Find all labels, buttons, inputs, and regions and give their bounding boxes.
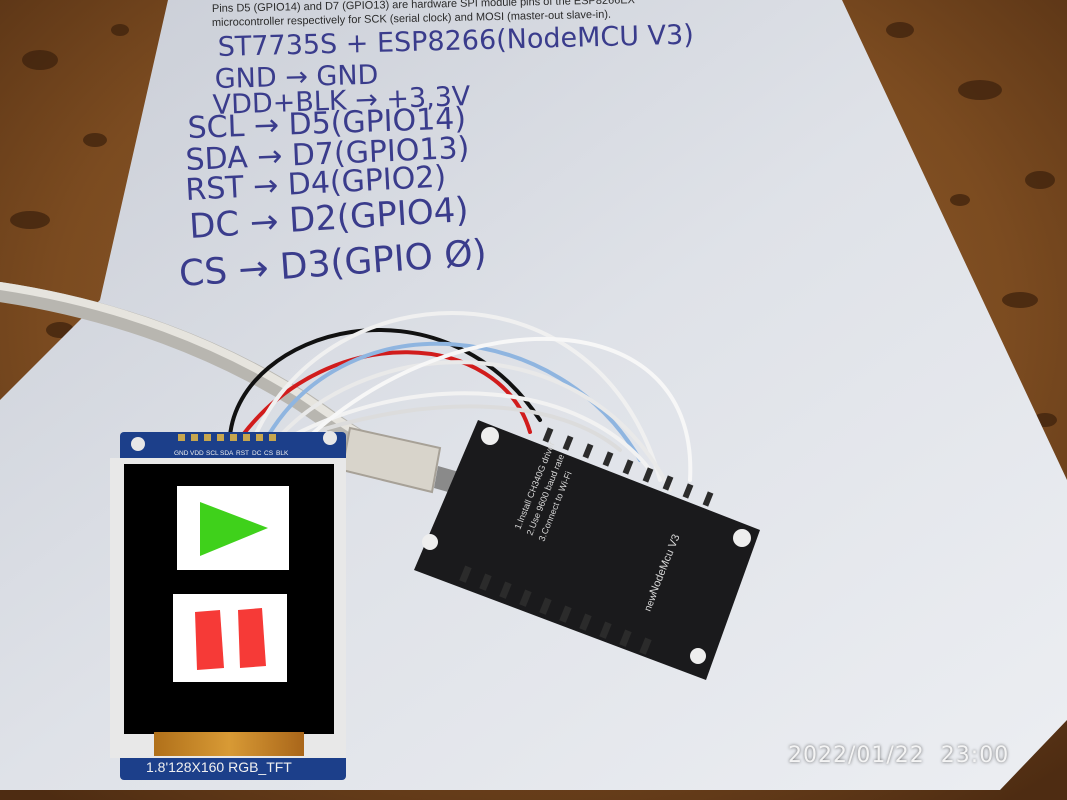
play-icon xyxy=(200,502,268,556)
pin-label-vdd: VDD xyxy=(190,450,204,457)
handwritten-notes: ST7735S + ESP8266(NodeMCU V3) GND → GND … xyxy=(178,20,694,295)
tft-bottom-label: 1.8'128X160 RGB_TFT xyxy=(146,759,292,775)
pin-label-blk: BLK xyxy=(276,450,289,457)
pin-label-scl: SCL xyxy=(206,450,219,457)
tft-fpc-ribbon xyxy=(154,732,304,756)
jumper-wires xyxy=(228,310,693,492)
photo-timestamp: 2022/01/22 23:00 xyxy=(788,743,1010,768)
pin-label-cs: CS xyxy=(264,450,274,457)
tft-header-pins xyxy=(178,434,276,441)
pause-icon xyxy=(238,608,266,668)
pause-icon xyxy=(195,610,224,670)
nodemcu-board: 1.Install CH340G driver 2.Use 9600 baud … xyxy=(414,420,760,680)
handwritten-line-1: GND → GND xyxy=(214,60,378,95)
pin-label-gnd: GND xyxy=(174,450,189,457)
pin-label-dc: DC xyxy=(252,450,262,457)
mount-hole xyxy=(733,529,751,547)
tft-pin-labels: GND VDD SCL SDA RST DC CS BLK xyxy=(174,450,289,457)
header-pins-top xyxy=(542,427,714,507)
mount-hole xyxy=(422,534,438,550)
mount-hole xyxy=(131,437,145,451)
pin-label-sda: SDA xyxy=(220,450,234,457)
mount-hole xyxy=(323,431,337,445)
pin-label-rst: RST xyxy=(236,450,249,457)
mount-hole xyxy=(481,427,499,445)
tft-module: GND VDD SCL SDA RST DC CS BLK 1.8'128X16… xyxy=(110,431,346,780)
mount-hole xyxy=(690,648,706,664)
pause-button xyxy=(173,594,287,682)
header-pins-bottom xyxy=(459,565,652,655)
